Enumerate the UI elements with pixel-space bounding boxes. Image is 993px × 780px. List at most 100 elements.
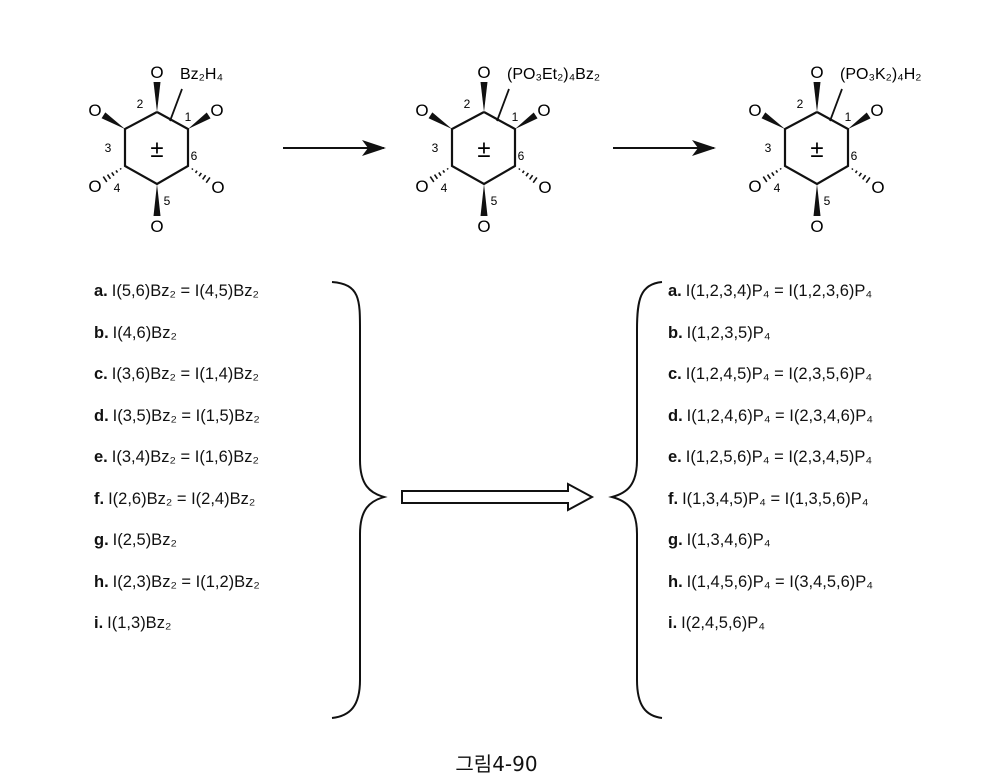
hash-bond — [438, 172, 442, 177]
item-letter: a. — [668, 282, 682, 300]
item-letter: g. — [94, 531, 109, 549]
list-item: a.I(1,2,3,4)P₄ = I(1,2,3,6)P₄ — [668, 282, 872, 301]
oxygen-atom: O — [415, 101, 428, 120]
item-formula: I(1,4,5,6)P₄ = I(3,4,5,6)P₄ — [686, 572, 874, 591]
substituent-label: (PO₃Et₂)₄Bz₂ — [507, 66, 600, 83]
list-item: a.I(5,6)Bz₂ = I(4,5)Bz₂ — [94, 282, 259, 301]
list-item: i.I(1,3)Bz₂ — [94, 614, 171, 633]
substituent-label: (PO₃K₂)₄H₂ — [840, 66, 921, 83]
list-item: g.I(1,3,4,6)P₄ — [668, 531, 770, 550]
list-item: h.I(2,3)Bz₂ = I(1,2)Bz₂ — [94, 573, 260, 592]
oxygen-atom: O — [477, 217, 490, 236]
hash-bond — [191, 168, 194, 171]
hash-bond — [851, 168, 854, 171]
hash-bond — [766, 174, 772, 180]
hash-bond — [525, 172, 529, 177]
wedge-bond — [480, 184, 488, 216]
substituent-slash — [829, 88, 843, 122]
item-letter: i. — [668, 614, 678, 632]
hash-bond — [446, 167, 449, 170]
list-item: c.I(1,2,4,5)P₄ = I(2,3,5,6)P₄ — [668, 365, 872, 384]
racemic-symbol: ± — [150, 136, 163, 163]
hash-bond — [119, 167, 122, 170]
item-letter: f. — [668, 489, 679, 508]
position-number: 1 — [185, 110, 192, 124]
item-letter: e. — [668, 448, 682, 466]
wedge-bond — [848, 112, 871, 129]
item-letter: c. — [94, 365, 108, 383]
hash-bond — [528, 174, 534, 180]
right-brace — [608, 281, 663, 719]
list-item: f.I(1,3,4,5)P₄ = I(1,3,5,6)P₄ — [668, 490, 868, 509]
oxygen-atom: O — [538, 178, 551, 197]
list-item: f.I(2,6)Bz₂ = I(2,4)Bz₂ — [94, 490, 255, 509]
oxygen-atom: O — [150, 63, 163, 82]
item-formula: I(3,5)Bz₂ = I(1,5)Bz₂ — [112, 406, 260, 425]
wedge-bond — [761, 112, 785, 129]
hash-bond — [201, 174, 207, 180]
item-letter: h. — [668, 572, 683, 591]
item-formula: I(1,2,5,6)P₄ = I(2,3,4,5)P₄ — [685, 448, 873, 466]
oxygen-atom: O — [88, 177, 101, 196]
wedge-bond — [813, 184, 821, 216]
oxygen-atom: O — [150, 217, 163, 236]
hash-bond — [521, 170, 525, 174]
hash-bond — [771, 172, 775, 177]
wedge-bond — [188, 112, 211, 129]
position-number: 3 — [765, 141, 772, 155]
item-letter: b. — [94, 323, 109, 342]
oxygen-atom: O — [88, 101, 101, 120]
item-letter: g. — [668, 531, 683, 549]
item-formula: I(4,6)Bz₂ — [112, 323, 177, 342]
position-number: 4 — [774, 181, 781, 195]
item-letter: h. — [94, 572, 109, 591]
wedge-bond — [515, 112, 538, 129]
position-number: 1 — [512, 110, 519, 124]
hash-bond — [518, 168, 521, 171]
wedge-bond — [153, 184, 161, 216]
item-formula: I(1,2,4,6)P₄ = I(2,3,4,6)P₄ — [686, 406, 874, 425]
list-item: e.I(3,4)Bz₂ = I(1,6)Bz₂ — [94, 448, 259, 467]
oxygen-atom: O — [870, 101, 883, 120]
position-number: 5 — [164, 194, 171, 208]
item-formula: I(3,6)Bz₂ = I(1,4)Bz₂ — [111, 365, 259, 383]
hash-bond — [205, 176, 211, 184]
oxygen-atom: O — [810, 217, 823, 236]
item-letter: i. — [94, 614, 104, 632]
oxygen-atom: O — [810, 63, 823, 82]
hash-bond — [429, 176, 435, 183]
racemic-symbol: ± — [810, 136, 823, 163]
position-number: 6 — [191, 149, 198, 163]
item-formula: I(2,6)Bz₂ = I(2,4)Bz₂ — [108, 489, 256, 508]
list-item: d.I(3,5)Bz₂ = I(1,5)Bz₂ — [94, 407, 260, 426]
wedge-bond — [101, 112, 125, 129]
item-formula: I(5,6)Bz₂ = I(4,5)Bz₂ — [111, 282, 259, 300]
item-letter: a. — [94, 282, 108, 300]
item-letter: d. — [668, 406, 683, 425]
hash-bond — [194, 170, 198, 174]
item-formula: I(1,3)Bz₂ — [107, 614, 172, 632]
position-number: 3 — [105, 141, 112, 155]
item-formula: I(1,3,4,6)P₄ — [686, 531, 771, 549]
list-item: e.I(1,2,5,6)P₄ = I(2,3,4,5)P₄ — [668, 448, 872, 467]
position-number: 4 — [114, 181, 121, 195]
wedge-bond — [813, 82, 821, 112]
oxygen-atom: O — [871, 178, 884, 197]
hash-bond — [433, 174, 439, 180]
list-item: b.I(1,2,3,5)P₄ — [668, 324, 770, 343]
list-item: g.I(2,5)Bz₂ — [94, 531, 177, 550]
item-formula: I(2,3)Bz₂ = I(1,2)Bz₂ — [112, 572, 260, 591]
item-formula: I(2,5)Bz₂ — [112, 531, 177, 549]
item-letter: b. — [668, 323, 683, 342]
hash-bond — [198, 172, 202, 177]
item-formula: I(1,2,4,5)P₄ = I(2,3,5,6)P₄ — [685, 365, 873, 383]
oxygen-atom: O — [537, 101, 550, 120]
item-formula: I(1,2,3,5)P₄ — [686, 323, 771, 342]
wedge-bond — [428, 112, 452, 129]
hash-bond — [779, 167, 782, 170]
position-number: 6 — [518, 149, 525, 163]
item-formula: I(1,3,4,5)P₄ = I(1,3,5,6)P₄ — [682, 489, 869, 508]
